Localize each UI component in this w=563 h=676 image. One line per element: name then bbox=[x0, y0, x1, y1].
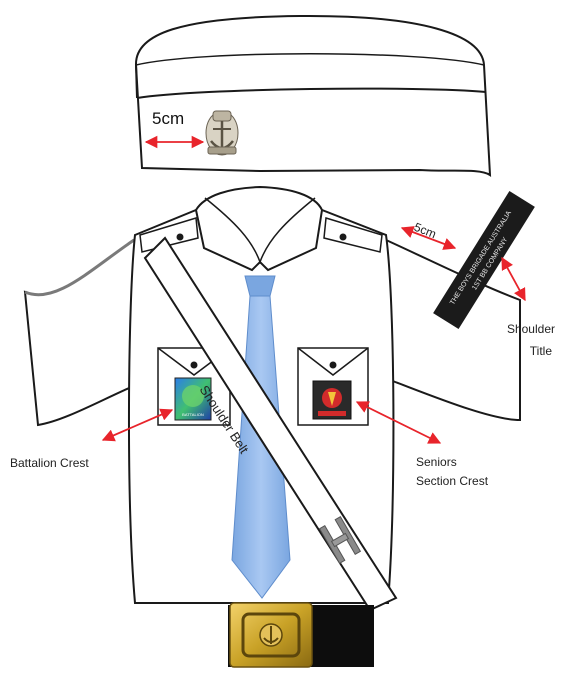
cap-anchor-badge bbox=[206, 111, 238, 155]
buckle-crest-icon bbox=[260, 624, 282, 646]
seniors-section-crest-badge bbox=[313, 381, 351, 419]
crest-badge-text: BATTALION bbox=[182, 412, 204, 417]
battalion-crest-label: Battalion Crest bbox=[10, 454, 89, 472]
shoulder-title-label-line2: Title bbox=[470, 342, 552, 360]
seniors-crest-label-line1: Seniors bbox=[416, 453, 457, 471]
shoulder-title-label-line1: Shoulder bbox=[470, 320, 555, 338]
cap-illustration bbox=[136, 16, 490, 175]
cap-measure-label: 5cm bbox=[152, 110, 184, 128]
seniors-crest-label-line2: Section Crest bbox=[416, 472, 488, 490]
waist-belt bbox=[228, 603, 374, 667]
